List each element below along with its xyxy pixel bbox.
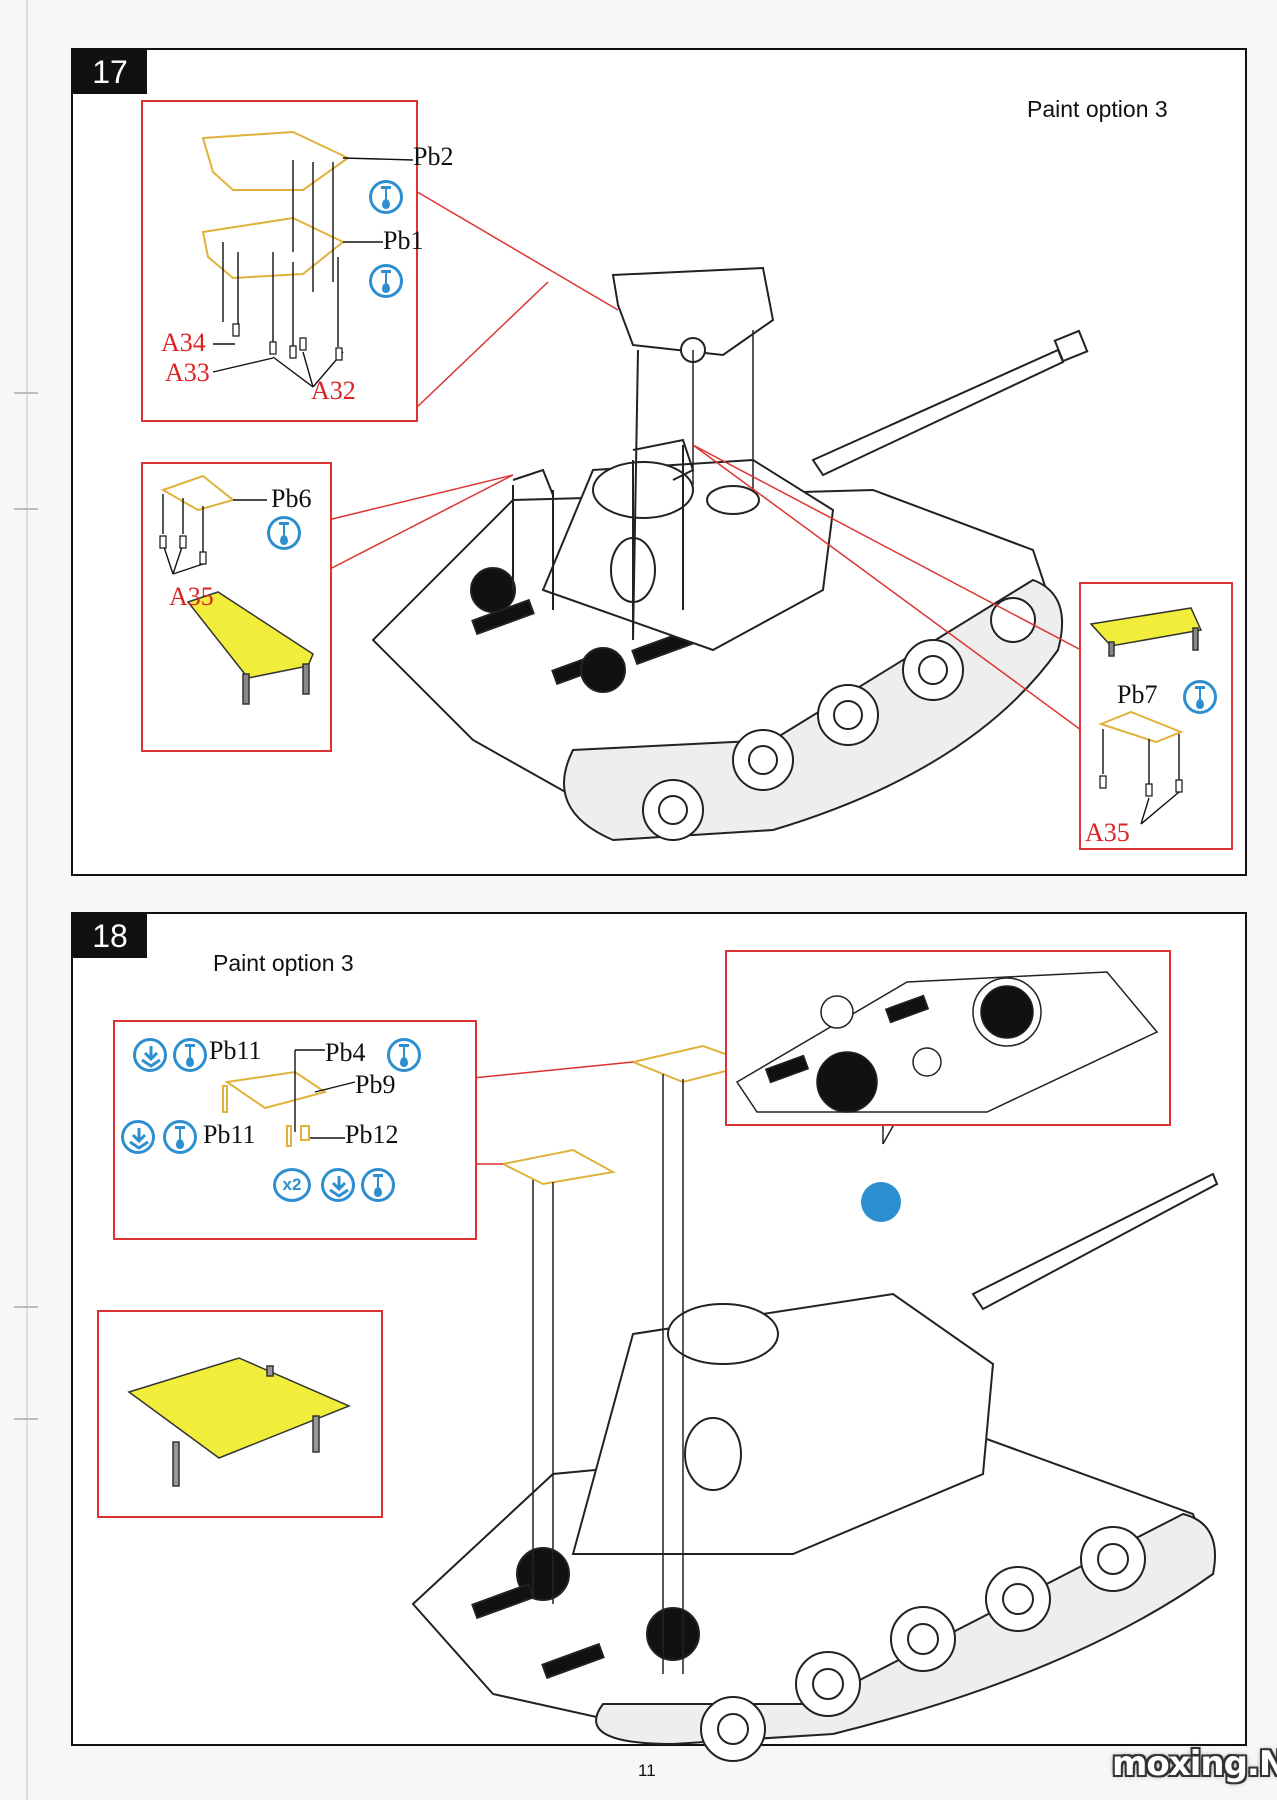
part-label-pb11: Pb11 <box>203 1120 256 1149</box>
part-label-pb11: Pb11 <box>209 1036 262 1065</box>
pin-label-a34: A34 <box>161 328 206 357</box>
callout-detail-inset <box>725 950 1171 1126</box>
glue-icon <box>173 1038 207 1072</box>
callout-right: Pb7 A35 <box>1079 582 1233 850</box>
binding-stitch <box>14 392 38 394</box>
tank-assembly-drawing <box>411 1044 1219 1762</box>
paint-option-label: Paint option 3 <box>1027 96 1168 122</box>
part-label-pb4: Pb4 <box>325 1038 366 1067</box>
binding-stitch <box>14 508 38 510</box>
part-label-pb1: Pb1 <box>383 226 424 255</box>
part-label-pb9: Pb9 <box>355 1070 396 1099</box>
glue-icon <box>1183 680 1217 714</box>
page-number: 11 <box>638 1761 656 1780</box>
glue-icon <box>163 1120 197 1154</box>
glue-icon <box>267 516 301 550</box>
fold-down-icon <box>321 1168 355 1202</box>
part-label-pb2: Pb2 <box>413 142 454 171</box>
pin-label-a33: A33 <box>165 358 210 387</box>
part-label-pb6: Pb6 <box>271 484 312 513</box>
photo-etch-pb2-pb1-drawing <box>201 130 414 388</box>
part-label-pb12: Pb12 <box>345 1120 399 1149</box>
glue-icon <box>369 264 403 298</box>
engine-deck-detail-drawing <box>735 971 1159 1113</box>
step-17-panel: 17 Paint option 3 <box>71 48 1247 876</box>
callout-parts: Pb11 Pb4 Pb9 Pb11 Pb12 x2 <box>113 1020 477 1240</box>
step-18-panel: 18 Paint option 3 <box>71 912 1247 1762</box>
tool-icon <box>861 1182 901 1222</box>
binding-stitch <box>14 1418 38 1420</box>
finished-plate-drawing <box>127 1357 351 1487</box>
callout-bottom-left: Pb6 A35 <box>141 462 332 752</box>
step-number: 17 <box>73 50 147 94</box>
photo-etch-pb7-drawing <box>1089 607 1203 825</box>
pin-label-a35: A35 <box>169 582 214 611</box>
photo-etch-pb6-drawing <box>159 474 314 705</box>
callout-top-left: Pb2 Pb1 A34 A33 A32 <box>141 100 453 422</box>
callout-finished-part <box>97 1310 383 1518</box>
multiplier-badge: x2 <box>273 1168 311 1202</box>
glue-icon <box>387 1038 421 1072</box>
tank-assembly-drawing <box>327 189 1089 842</box>
part-label-pb7: Pb7 <box>1117 680 1158 709</box>
step-number: 18 <box>73 914 147 958</box>
photo-etch-pb9-drawing <box>222 1049 356 1147</box>
binding-stitch <box>14 1306 38 1308</box>
glue-icon <box>361 1168 395 1202</box>
pin-label-a35: A35 <box>1085 818 1130 847</box>
paint-option-label: Paint option 3 <box>213 950 354 976</box>
watermark: moxing.NET <box>1112 1744 1277 1784</box>
pin-label-a32: A32 <box>311 376 356 405</box>
fold-down-icon <box>133 1038 167 1072</box>
fold-down-icon <box>121 1120 155 1154</box>
glue-icon <box>369 180 403 214</box>
binding-margin <box>26 0 28 1800</box>
